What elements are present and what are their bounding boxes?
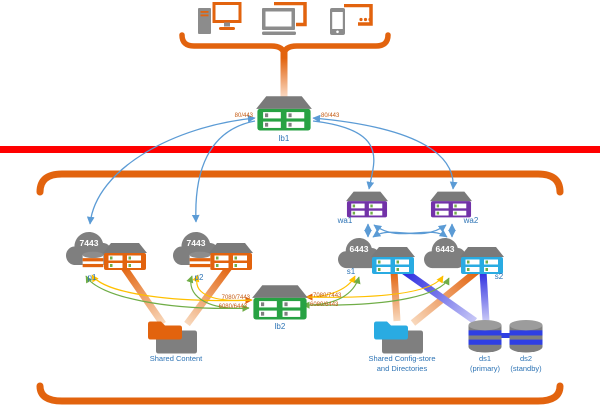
ds2-sublabel: (standby): [510, 364, 542, 373]
lb2-port-left-top: 7080/7443: [221, 295, 250, 301]
config-store-label-line1: Shared Config-store: [368, 354, 436, 363]
s1-to-ds1-line: [401, 268, 478, 324]
lb2-port-right-top: 7080/7443: [313, 293, 342, 299]
ds2-database-icon: [508, 320, 544, 353]
p1-cloud-port: 7443: [79, 238, 99, 248]
lb2-port-right-bottom: 6080/6443: [310, 302, 339, 308]
ds1-ds2-replication-link: [500, 333, 512, 338]
wa2-label: wa2: [463, 216, 479, 225]
lb2-to-p1-server-arrow: [85, 275, 250, 312]
lb1-to-wa2-arrow: [312, 114, 458, 190]
mobile-icon: [330, 4, 374, 35]
network-boundary-top: [36, 170, 564, 196]
ds2-label: ds2: [519, 354, 533, 363]
p1-database-icon: [82, 249, 104, 275]
lb1-to-wa1-arrow: [312, 120, 375, 190]
network-boundary-bottom: [36, 382, 564, 405]
p1-label: p1: [87, 273, 97, 282]
p2-cloud-port: 7443: [186, 238, 206, 248]
lb1-label: lb1: [278, 134, 290, 143]
shared-content-label: Shared Content: [149, 354, 203, 363]
config-store-folder-icon: [374, 317, 426, 354]
s1-cloud-port: 6443: [349, 244, 369, 254]
s1-label: s1: [346, 267, 356, 276]
lb2-to-s1-server-arrow: [302, 276, 361, 309]
wa1-label: wa1: [337, 216, 353, 225]
laptop-icon: [262, 2, 308, 36]
lb1-port-left-label: 80/443: [234, 113, 253, 119]
firewall-line: [0, 146, 600, 153]
p2-label: p2: [194, 273, 204, 282]
wa2-to-s1-arrow: [372, 224, 447, 238]
desktop-icon: [198, 2, 242, 36]
s2-cloud-port: 6443: [435, 244, 455, 254]
lb2-label: lb2: [274, 322, 286, 331]
lb1-to-p2-arrow: [191, 120, 256, 223]
lb2-to-p2-server-arrow: [186, 275, 250, 309]
lb2-icon: [252, 284, 308, 322]
lb1-icon: [256, 95, 312, 133]
lb2-port-left-bottom: 6080/6443: [218, 304, 247, 310]
lb1-port-right-label: 80/443: [321, 113, 340, 119]
ds1-database-icon: [467, 320, 503, 353]
ds1-label: ds1: [478, 354, 492, 363]
s2-to-ds1-line: [479, 270, 490, 322]
clients-brace: [179, 32, 391, 55]
s1-to-config-store-line: [390, 270, 401, 322]
lb2-to-s2-server-arrow: [302, 277, 450, 306]
s2-label: s2: [494, 272, 504, 281]
ds1-sublabel: (primary): [470, 364, 500, 373]
p2-database-icon: [189, 249, 211, 275]
shared-content-folder-icon: [148, 317, 200, 354]
lb1-to-p1-arrow: [86, 114, 256, 225]
config-store-label-line2: and Directories: [376, 364, 428, 373]
